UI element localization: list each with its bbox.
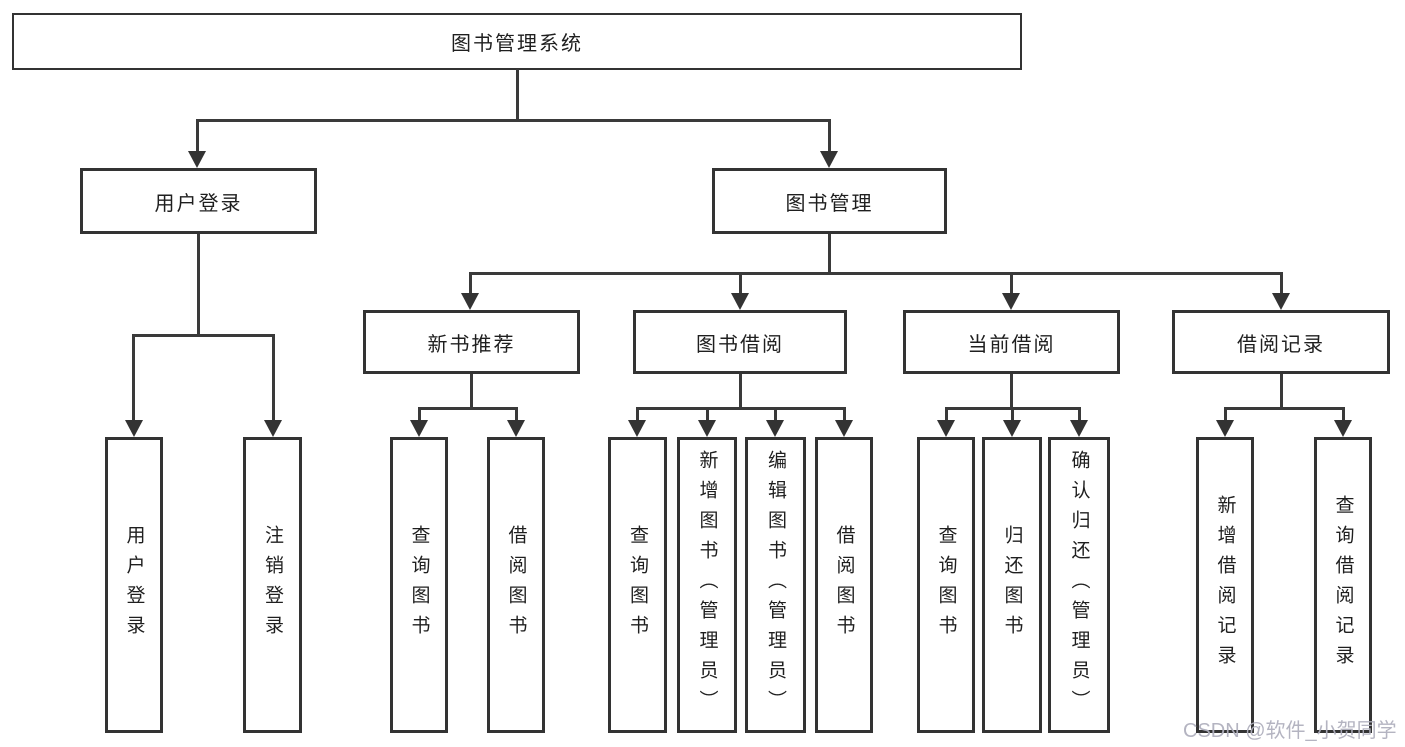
- arrow-down-icon: [1216, 420, 1234, 437]
- connector-line: [1224, 407, 1344, 410]
- connector-line: [828, 119, 831, 153]
- leaf-current-confirm-return-admin: 确认归还（管理员）: [1048, 437, 1110, 733]
- node-library-system: 图书管理系统: [12, 13, 1022, 70]
- connector-line: [636, 407, 639, 425]
- leaf-current-return-books: 归还图书: [982, 437, 1042, 733]
- connector-line: [132, 334, 135, 424]
- connector-line: [774, 407, 777, 425]
- arrow-down-icon: [1334, 420, 1352, 437]
- connector-line: [739, 272, 742, 296]
- connector-line: [1078, 407, 1081, 425]
- connector-line: [706, 407, 709, 425]
- arrow-down-icon: [1002, 293, 1020, 310]
- arrow-down-icon: [125, 420, 143, 437]
- node-user-login: 用户登录: [80, 168, 317, 234]
- connector-line: [1224, 407, 1227, 425]
- connector-line: [1280, 374, 1283, 410]
- watermark: CSDN @软件_小贺同学: [1183, 720, 1397, 742]
- connector-line: [636, 407, 846, 410]
- leaf-borrowing-add-books-admin: 新增图书（管理员）: [677, 437, 737, 733]
- leaf-borrowing-query-books: 查询图书: [608, 437, 667, 733]
- connector-line: [515, 407, 518, 425]
- node-borrowing-records: 借阅记录: [1172, 310, 1390, 374]
- connector-line: [418, 407, 518, 410]
- connector-line: [418, 407, 421, 425]
- connector-line: [828, 234, 831, 275]
- arrow-down-icon: [264, 420, 282, 437]
- connector-line: [843, 407, 846, 425]
- connector-line: [469, 272, 472, 296]
- leaf-newbooks-query-books: 查询图书: [390, 437, 448, 733]
- arrow-down-icon: [461, 293, 479, 310]
- leaf-logout-login: 注销登录: [243, 437, 302, 733]
- arrow-down-icon: [820, 151, 838, 168]
- arrow-down-icon: [628, 420, 646, 437]
- connector-line: [196, 119, 199, 153]
- arrow-down-icon: [410, 420, 428, 437]
- connector-line: [197, 234, 200, 336]
- leaf-newbooks-borrow-books: 借阅图书: [487, 437, 545, 733]
- arrow-down-icon: [835, 420, 853, 437]
- connector-line: [272, 334, 275, 424]
- arrow-down-icon: [507, 420, 525, 437]
- node-book-management: 图书管理: [712, 168, 947, 234]
- arrow-down-icon: [1070, 420, 1088, 437]
- connector-line: [1342, 407, 1345, 425]
- leaf-records-query-record: 查询借阅记录: [1314, 437, 1372, 733]
- connector-line: [1011, 407, 1014, 425]
- arrow-down-icon: [1003, 420, 1021, 437]
- node-book-borrowing: 图书借阅: [633, 310, 847, 374]
- leaf-borrowing-borrow-books: 借阅图书: [815, 437, 873, 733]
- connector-line: [945, 407, 948, 425]
- arrow-down-icon: [731, 293, 749, 310]
- connector-line: [469, 272, 1283, 275]
- connector-line: [739, 374, 742, 410]
- arrow-down-icon: [188, 151, 206, 168]
- connector-line: [470, 374, 473, 410]
- node-new-book-recommend: 新书推荐: [363, 310, 580, 374]
- connector-line: [1010, 272, 1013, 296]
- connector-line: [1280, 272, 1283, 296]
- leaf-records-add-record: 新增借阅记录: [1196, 437, 1254, 733]
- leaf-borrowing-edit-books-admin: 编辑图书（管理员）: [745, 437, 806, 733]
- leaf-current-query-books: 查询图书: [917, 437, 975, 733]
- connector-line: [132, 334, 275, 337]
- arrow-down-icon: [1272, 293, 1290, 310]
- connector-line: [196, 119, 830, 122]
- connector-line: [1010, 374, 1013, 410]
- connector-line: [516, 69, 519, 121]
- arrow-down-icon: [698, 420, 716, 437]
- leaf-user-login: 用户登录: [105, 437, 163, 733]
- arrow-down-icon: [937, 420, 955, 437]
- arrow-down-icon: [766, 420, 784, 437]
- node-current-borrowing: 当前借阅: [903, 310, 1120, 374]
